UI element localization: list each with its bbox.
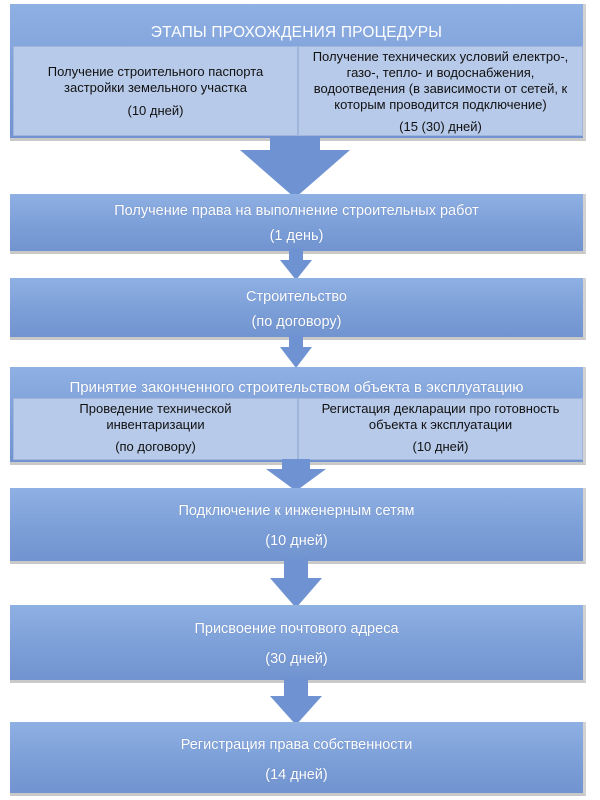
down-arrow-large-1 [240, 136, 350, 198]
down-arrow-medium-3 [270, 677, 322, 725]
down-arrow-small-2 [280, 334, 312, 368]
step-build-title: Строительство [246, 289, 347, 305]
step-build-duration: (по договору) [251, 314, 342, 330]
header-left-title: Получение строительного паспорта застрой… [47, 64, 264, 95]
step-build-box: Строительство (по договору) [10, 278, 586, 340]
step-address-box: Присвоение почтового адреса (30 дней) [10, 605, 586, 683]
diagram-title: ЭТАПЫ ПРОХОЖДЕНИЯ ПРОЦЕДУРЫ [150, 24, 443, 41]
header-right-subbox: Получение технических условий електро-, … [298, 46, 583, 136]
step-rights-duration: (1 день) [269, 228, 324, 244]
header-right-duration: (15 (30) дней) [399, 119, 482, 134]
step-accept-left-subbox: Проведение технической инвентаризации (п… [13, 398, 298, 460]
step-accept-left-duration: (по договору) [115, 439, 196, 454]
header-left-duration: (10 дней) [127, 103, 184, 118]
step-address-title: Присвоение почтового адреса [194, 621, 399, 637]
down-arrow-medium-2 [270, 558, 322, 608]
step-register-title: Регистрация права собственности [180, 737, 413, 753]
step-address-duration: (30 дней) [265, 651, 328, 667]
step-connect-duration: (10 дней) [265, 533, 328, 549]
step-accept-left-title: Проведение технической инвентаризации [79, 401, 232, 432]
step-rights-title: Получение права на выполнение строительн… [114, 203, 479, 219]
step-connect-title: Подключение к инженерным сетям [178, 503, 415, 519]
step-accept-right-duration: (10 дней) [412, 439, 469, 454]
down-arrow-medium-1 [266, 459, 326, 491]
step-accept-right-subbox: Регистация декларации про готовность объ… [298, 398, 583, 460]
step-rights-box: Получение права на выполнение строительн… [10, 194, 586, 254]
step-accept-right-title: Регистация декларации про готовность объ… [321, 401, 560, 432]
step-register-box: Регистрация права собственности (14 дней… [10, 722, 586, 796]
step-accept-title: Принятие законченного строительством объ… [69, 379, 524, 396]
down-arrow-small-1 [280, 248, 312, 280]
step-connect-box: Подключение к инженерным сетям (10 дней) [10, 488, 586, 564]
header-left-subbox: Получение строительного паспорта застрой… [13, 46, 298, 136]
step-register-duration: (14 дней) [265, 767, 328, 783]
header-right-title: Получение технических условий електро-, … [312, 49, 569, 112]
